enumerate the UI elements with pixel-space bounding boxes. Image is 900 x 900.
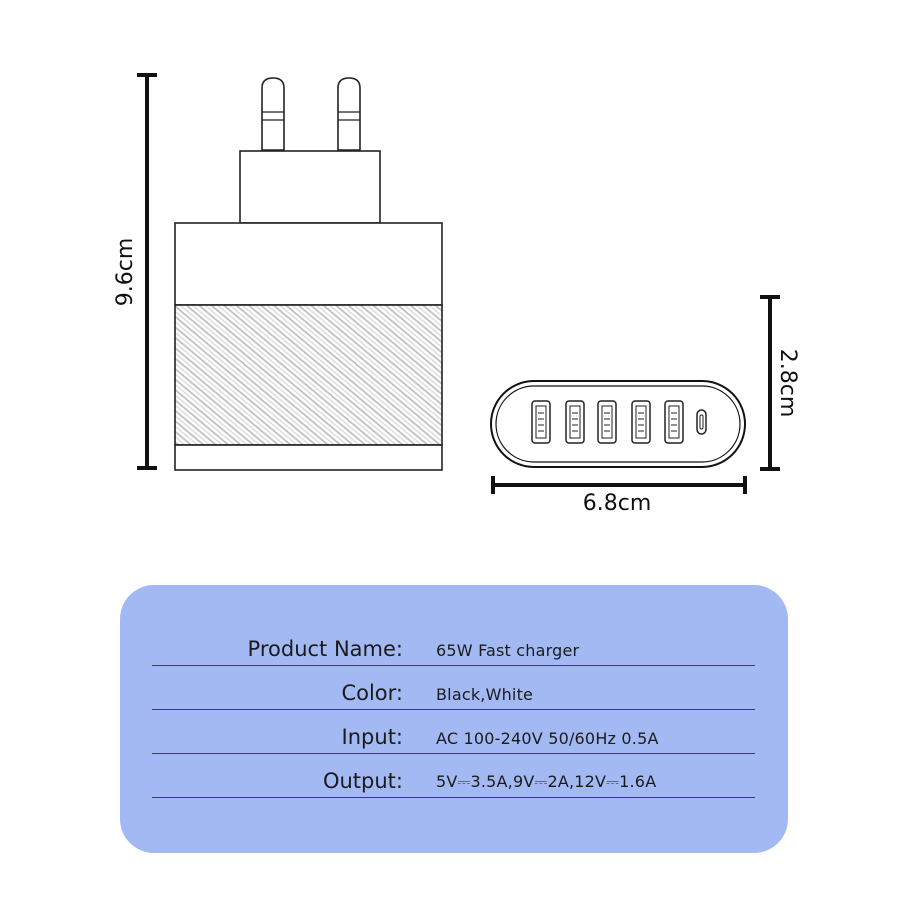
spec-value: Black,White bbox=[436, 685, 534, 704]
charger-body-bottom bbox=[174, 444, 443, 471]
spec-value: AC 100-240V 50/60Hz 0.5A bbox=[436, 729, 659, 748]
plug-base bbox=[239, 150, 381, 224]
spec-value: 5V⎓3.5A,9V⎓2A,12V⎓1.6A bbox=[436, 772, 657, 791]
depth-dimension-line bbox=[760, 295, 780, 471]
height-label: 9.6cm bbox=[113, 238, 138, 307]
usb-a-port-icon bbox=[631, 400, 651, 444]
depth-label: 2.8cm bbox=[775, 349, 800, 418]
plug-prong-left bbox=[261, 77, 285, 151]
spec-label: Color: bbox=[341, 681, 403, 705]
spec-row-input: Input: AC 100-240V 50/60Hz 0.5A bbox=[152, 709, 755, 754]
usb-a-port-icon bbox=[565, 400, 585, 444]
usb-c-port-icon bbox=[696, 409, 707, 435]
width-label: 6.8cm bbox=[583, 491, 652, 516]
spec-label: Product Name: bbox=[247, 637, 403, 661]
charger-front-view bbox=[490, 380, 746, 468]
charger-body-top bbox=[174, 222, 443, 306]
spec-row-output: Output: 5V⎓3.5A,9V⎓2A,12V⎓1.6A bbox=[152, 753, 755, 798]
spec-label: Output: bbox=[322, 769, 403, 793]
usb-a-port-icon bbox=[664, 400, 684, 444]
charger-body-carbon-panel bbox=[174, 304, 443, 446]
spec-row-product-name: Product Name: 65W Fast charger bbox=[152, 621, 755, 666]
width-dimension-line bbox=[491, 476, 747, 494]
spec-row-color: Color: Black,White bbox=[152, 665, 755, 710]
plug-prong-right bbox=[337, 77, 361, 151]
height-dimension-line bbox=[137, 73, 157, 470]
usb-a-port-icon bbox=[531, 400, 551, 444]
charger-diagram: 9.6cm bbox=[113, 73, 800, 516]
spec-value: 65W Fast charger bbox=[436, 641, 580, 660]
spec-label: Input: bbox=[341, 725, 403, 749]
spec-panel: Product Name: 65W Fast charger Color: Bl… bbox=[120, 585, 788, 853]
usb-a-port-icon bbox=[597, 400, 617, 444]
